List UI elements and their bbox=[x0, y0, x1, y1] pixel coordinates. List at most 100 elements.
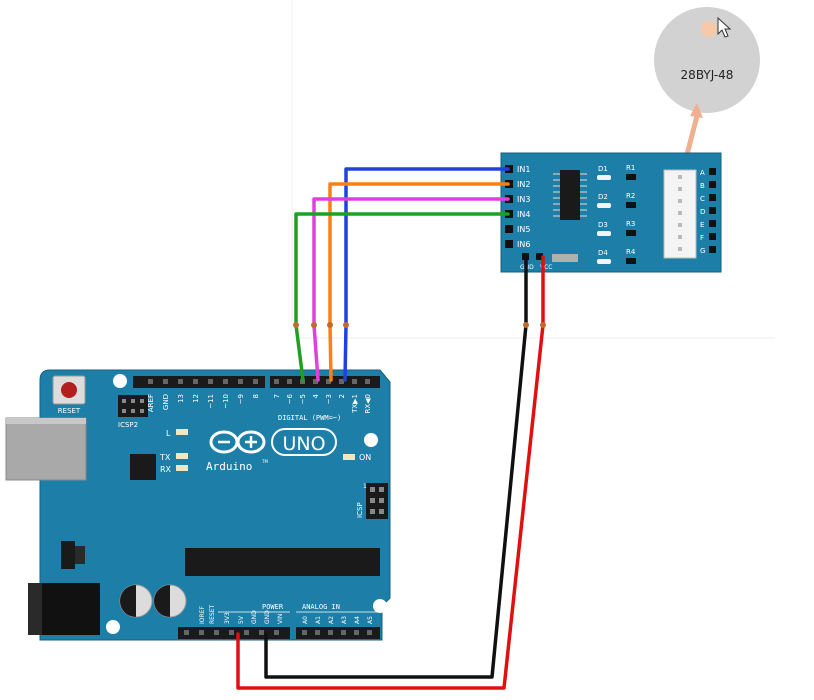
resistor-label: R1 bbox=[626, 164, 635, 172]
pin-label: A3 bbox=[341, 616, 348, 624]
uno-label: UNO bbox=[282, 433, 325, 455]
capacitors bbox=[119, 584, 187, 618]
icsp-pin-1: 1 bbox=[363, 483, 367, 490]
pin bbox=[505, 240, 513, 248]
connector-pin-label: A bbox=[700, 169, 705, 177]
vcc-label: VCC bbox=[540, 264, 552, 271]
input-label: IN5 bbox=[517, 225, 530, 234]
stepper-motor: 28BYJ-48 bbox=[654, 7, 760, 173]
resistor bbox=[626, 174, 636, 180]
pin-label: ~6 bbox=[286, 393, 294, 404]
motor-cable-arrow-icon bbox=[690, 103, 703, 118]
led-label: D3 bbox=[598, 221, 608, 229]
input-label: IN6 bbox=[517, 240, 530, 249]
led-l bbox=[176, 429, 188, 435]
wire-in4 bbox=[294, 212, 510, 382]
led bbox=[597, 259, 611, 264]
usb-port-highlight bbox=[6, 418, 86, 424]
input-label: IN3 bbox=[517, 195, 530, 204]
mounting-hole bbox=[364, 433, 378, 447]
connector-pin-label: F bbox=[700, 234, 704, 242]
on-label: ON bbox=[359, 453, 371, 462]
cursor-icon bbox=[717, 16, 732, 38]
pin-label: RX◀0 bbox=[364, 394, 372, 414]
wire-in1 bbox=[343, 167, 510, 382]
power-led bbox=[343, 454, 355, 460]
input-label: IN4 bbox=[517, 210, 530, 219]
led-labels: D1 D2 D3 D4 bbox=[598, 165, 608, 257]
connector-pin-labels: A B C D E F G bbox=[700, 169, 705, 255]
led-label: D2 bbox=[598, 193, 608, 201]
icsp-header: 1 ICSP bbox=[356, 483, 388, 519]
pin-label: RESET bbox=[209, 604, 216, 624]
wire-joint bbox=[540, 322, 546, 328]
wire-vcc bbox=[236, 255, 545, 690]
pin-label: 13 bbox=[177, 394, 185, 403]
status-leds: L TX RX bbox=[159, 429, 188, 474]
arduino-logo: UNO Arduino TM bbox=[206, 428, 337, 473]
motor-body bbox=[654, 7, 760, 113]
uno-badge bbox=[271, 428, 337, 456]
input-label: IN2 bbox=[517, 180, 530, 189]
pin-label: 3V3 bbox=[224, 612, 231, 624]
arduino-board: RESET ICSP2 AREF GND 13 12 ~11 bbox=[5, 369, 391, 641]
motor-label: 28BYJ-48 bbox=[681, 68, 734, 82]
pin-label: A4 bbox=[354, 616, 361, 624]
power-pin-labels: IOREF RESET 3V3 5V GND GND VIN bbox=[199, 604, 284, 624]
pin-label: 2 bbox=[338, 394, 346, 398]
pin-label: ~9 bbox=[237, 394, 245, 404]
led-label: D1 bbox=[598, 165, 608, 173]
pin-label: A0 bbox=[302, 616, 309, 624]
led bbox=[597, 231, 611, 236]
power-label: POWER bbox=[262, 603, 284, 611]
resistor-label: R3 bbox=[626, 220, 635, 228]
pin-label: 4 bbox=[312, 393, 320, 398]
wire-joint bbox=[343, 322, 349, 328]
reset-button-cap[interactable] bbox=[61, 382, 77, 398]
reset-label: RESET bbox=[58, 407, 81, 415]
digital-label: DIGITAL (PWM=~) bbox=[278, 414, 341, 422]
led-tx bbox=[176, 453, 188, 459]
microcontroller bbox=[185, 548, 380, 576]
led bbox=[597, 175, 611, 180]
regulator bbox=[61, 541, 75, 569]
wire-in3 bbox=[312, 197, 510, 382]
pin-label: 7 bbox=[273, 394, 281, 398]
pin-label: A2 bbox=[328, 616, 335, 624]
digital-left-labels: AREF GND 13 12 ~11 ~10 ~9 8 bbox=[147, 394, 260, 412]
wires bbox=[236, 167, 545, 690]
driver-chip bbox=[553, 170, 587, 220]
digital-header-left bbox=[133, 376, 265, 388]
logo-plus bbox=[236, 430, 266, 454]
analog-pin-labels: A0 A1 A2 A3 A4 A5 bbox=[302, 616, 374, 624]
icsp2-header bbox=[118, 395, 148, 417]
pin-label: 5V bbox=[238, 615, 245, 624]
arduino-brand: Arduino bbox=[206, 460, 252, 473]
pin-label: A5 bbox=[367, 616, 374, 624]
pin-label: ~10 bbox=[222, 394, 230, 409]
analog-label: ANALOG IN bbox=[302, 603, 340, 611]
wire-joint bbox=[327, 322, 333, 328]
pin-label: GND bbox=[251, 610, 258, 624]
led-label: L bbox=[166, 429, 171, 438]
pin-label: 8 bbox=[252, 394, 260, 398]
led-label: RX bbox=[160, 465, 172, 474]
jumper bbox=[552, 254, 578, 262]
digital-right-labels: 7 ~6 ~5 4 ~3 2 TX▶1 RX◀0 bbox=[273, 393, 372, 413]
input-label: IN1 bbox=[517, 165, 530, 174]
pin-label: 12 bbox=[192, 394, 200, 403]
driver-board: IN1 IN2 IN3 IN4 IN5 IN6 bbox=[500, 152, 722, 273]
led-label: D4 bbox=[598, 249, 608, 257]
icsp2-label: ICSP2 bbox=[118, 421, 138, 429]
pin-label: GND bbox=[264, 610, 271, 624]
connector-pin-label: G bbox=[700, 247, 705, 255]
resistor-labels: R1 R2 R3 R4 bbox=[626, 164, 636, 256]
power-header bbox=[178, 627, 290, 639]
icsp-label: ICSP bbox=[356, 502, 364, 518]
pin-label: AREF bbox=[147, 394, 155, 412]
regulator-tab bbox=[75, 546, 85, 564]
resistor-label: R4 bbox=[626, 248, 636, 256]
pin-label: ~3 bbox=[325, 394, 333, 404]
pin-label: VIN bbox=[277, 614, 284, 624]
